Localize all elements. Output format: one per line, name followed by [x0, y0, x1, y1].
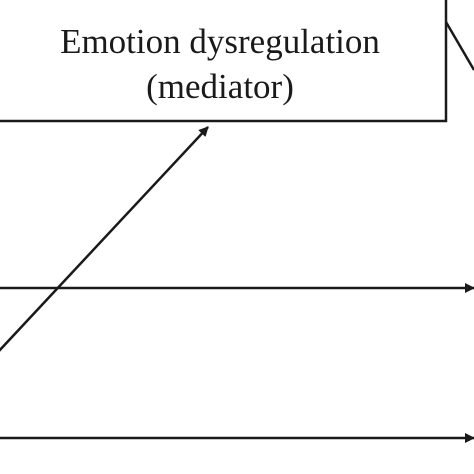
mediator-label-line1: Emotion dysregulation — [60, 22, 380, 61]
mediator-label-line2: (mediator) — [146, 67, 294, 106]
predictor-to-mediator-arrow — [0, 126, 209, 352]
mediator-box — [0, 0, 448, 123]
mediator-to-outcome-path — [444, 21, 474, 71]
